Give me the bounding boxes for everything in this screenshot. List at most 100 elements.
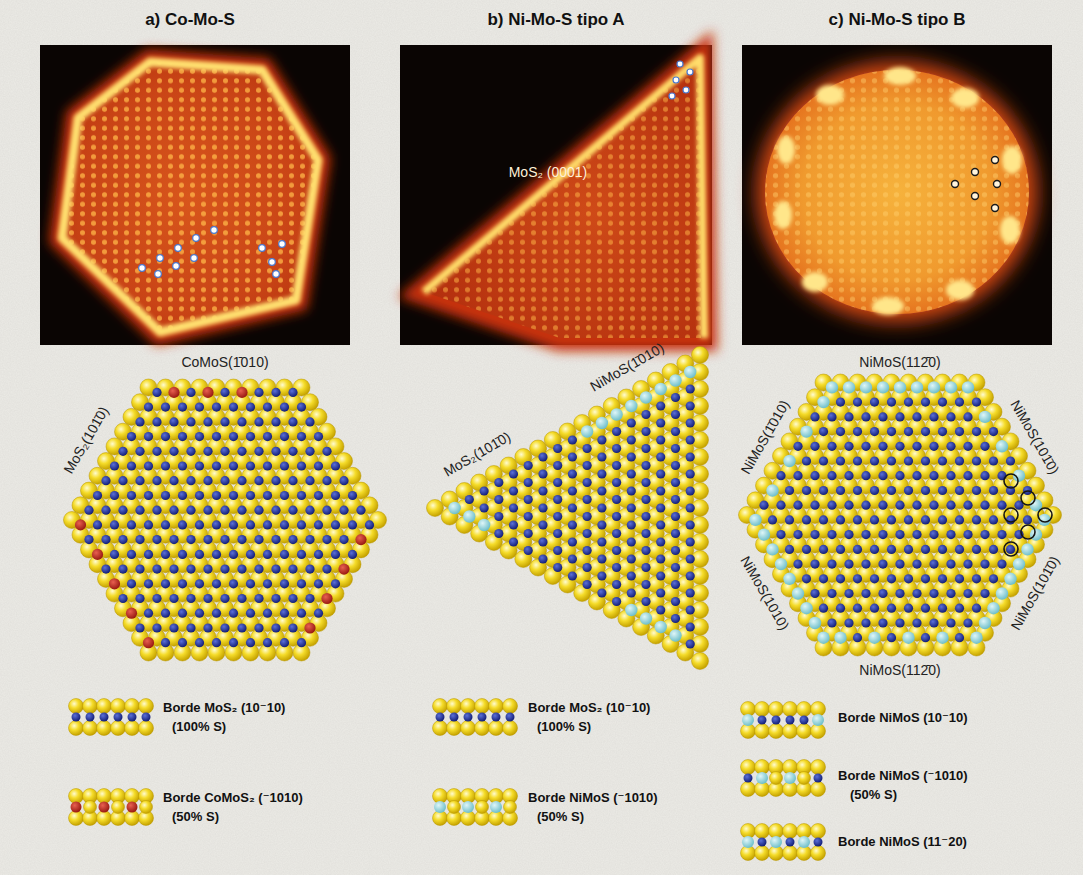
metal-atoms (749, 381, 1050, 644)
legend-text: (50% S) (850, 788, 897, 803)
molybdenum-atom (912, 501, 921, 510)
molybdenum-atom (178, 403, 187, 412)
nickel-atom (860, 381, 872, 393)
sulfur-atom (741, 782, 756, 797)
ball-model-a (64, 379, 387, 661)
molybdenum-atom (339, 535, 348, 544)
molybdenum-atom (921, 398, 930, 407)
molybdenum-atom (810, 530, 819, 539)
molybdenum-atom (110, 550, 119, 559)
column-heading: a) Co-Mo-S (145, 10, 235, 30)
molybdenum-atom (597, 435, 606, 444)
molybdenum-atom (169, 476, 178, 485)
molybdenum-atom (271, 565, 280, 574)
molybdenum-atom (938, 486, 947, 495)
molybdenum-atom (955, 456, 964, 465)
molybdenum-atom (929, 589, 938, 598)
molybdenum-atom (686, 520, 695, 529)
molybdenum-atom (887, 456, 896, 465)
molybdenum-atom (686, 571, 695, 580)
molybdenum-atom (229, 432, 238, 441)
molybdenum-atom (246, 638, 255, 647)
molybdenum-atom (127, 432, 136, 441)
molybdenum-atom (921, 427, 930, 436)
molybdenum-atom (627, 469, 636, 478)
molybdenum-atom (152, 535, 161, 544)
molybdenum-atom (929, 530, 938, 539)
nickel-atom (766, 543, 778, 555)
nickel-atom (783, 573, 795, 585)
sulfur-atom (139, 699, 154, 714)
molybdenum-atom (101, 506, 110, 515)
molybdenum-atom (280, 638, 289, 647)
molybdenum-atom (280, 520, 289, 529)
molybdenum-atom (989, 456, 998, 465)
molybdenum-atom (612, 427, 621, 436)
molybdenum-atom (186, 535, 195, 544)
molybdenum-atom (686, 588, 695, 597)
molybdenum-atom (989, 515, 998, 524)
molybdenum-atom (929, 501, 938, 510)
molybdenum-atom (955, 398, 964, 407)
molybdenum-atom (836, 545, 845, 554)
molybdenum-atom (946, 442, 955, 451)
molybdenum-atom (568, 469, 577, 478)
molybdenum-atom (297, 550, 306, 559)
molybdenum-atom (178, 579, 187, 588)
molybdenum-atom (656, 435, 665, 444)
molybdenum-atom (229, 579, 238, 588)
molybdenum-atom (895, 412, 904, 421)
molybdenum-atom (195, 491, 204, 500)
molybdenum-atom (538, 469, 547, 478)
molybdenum-atom (203, 506, 212, 515)
sulfur-atom (741, 760, 756, 775)
molybdenum-atom (810, 442, 819, 451)
molybdenum-atom (955, 515, 964, 524)
molybdenum-atom (314, 491, 323, 500)
molybdenum-atom (904, 574, 913, 583)
sulfur-atom (755, 724, 770, 739)
legend-text: Borde CoMoS₂ (⁻1010) (163, 791, 303, 806)
molybdenum-atom (288, 594, 297, 603)
molybdenum-atom (263, 520, 272, 529)
molybdenum-atom (802, 574, 811, 583)
molybdenum-atom (538, 520, 547, 529)
molybdenum-atom (118, 594, 127, 603)
nickel-atom (798, 836, 810, 848)
molybdenum-atom (195, 520, 204, 529)
molybdenum-atom (144, 520, 153, 529)
molybdenum-atom (553, 512, 562, 521)
molybdenum-atom (597, 469, 606, 478)
molybdenum-atom (144, 579, 153, 588)
cobalt-atom (355, 534, 366, 545)
molybdenum-atom (844, 618, 853, 627)
edge-strip (69, 789, 154, 826)
molybdenum-atom (802, 456, 811, 465)
molybdenum-atom (494, 478, 503, 487)
molybdenum-atom (169, 447, 178, 456)
molybdenum-atom (686, 639, 695, 648)
cobalt-atom (304, 622, 315, 633)
molybdenum-atom (553, 444, 562, 453)
molybdenum-atom (819, 545, 828, 554)
molybdenum-atom (220, 476, 229, 485)
molybdenum-atom (904, 486, 913, 495)
molybdenum-atom (144, 550, 153, 559)
nickel-atom (669, 629, 681, 641)
molybdenum-atom (980, 471, 989, 480)
molybdenum-atom (280, 609, 289, 618)
molybdenum-atom (186, 476, 195, 485)
molybdenum-atom (203, 476, 212, 485)
molybdenum-atom (972, 398, 981, 407)
molybdenum-atom (178, 520, 187, 529)
nickel-atom (877, 381, 889, 393)
molybdenum-atom (583, 529, 592, 538)
nickel-atom (462, 801, 474, 813)
nickel-atom (742, 714, 754, 726)
edge-label: NiMoS(112̄0) (859, 354, 940, 370)
molybdenum-atom (861, 530, 870, 539)
molybdenum-atom (229, 491, 238, 500)
molybdenum-atom (314, 609, 323, 618)
molybdenum-atom (538, 537, 547, 546)
sulfur-atom (783, 846, 798, 861)
